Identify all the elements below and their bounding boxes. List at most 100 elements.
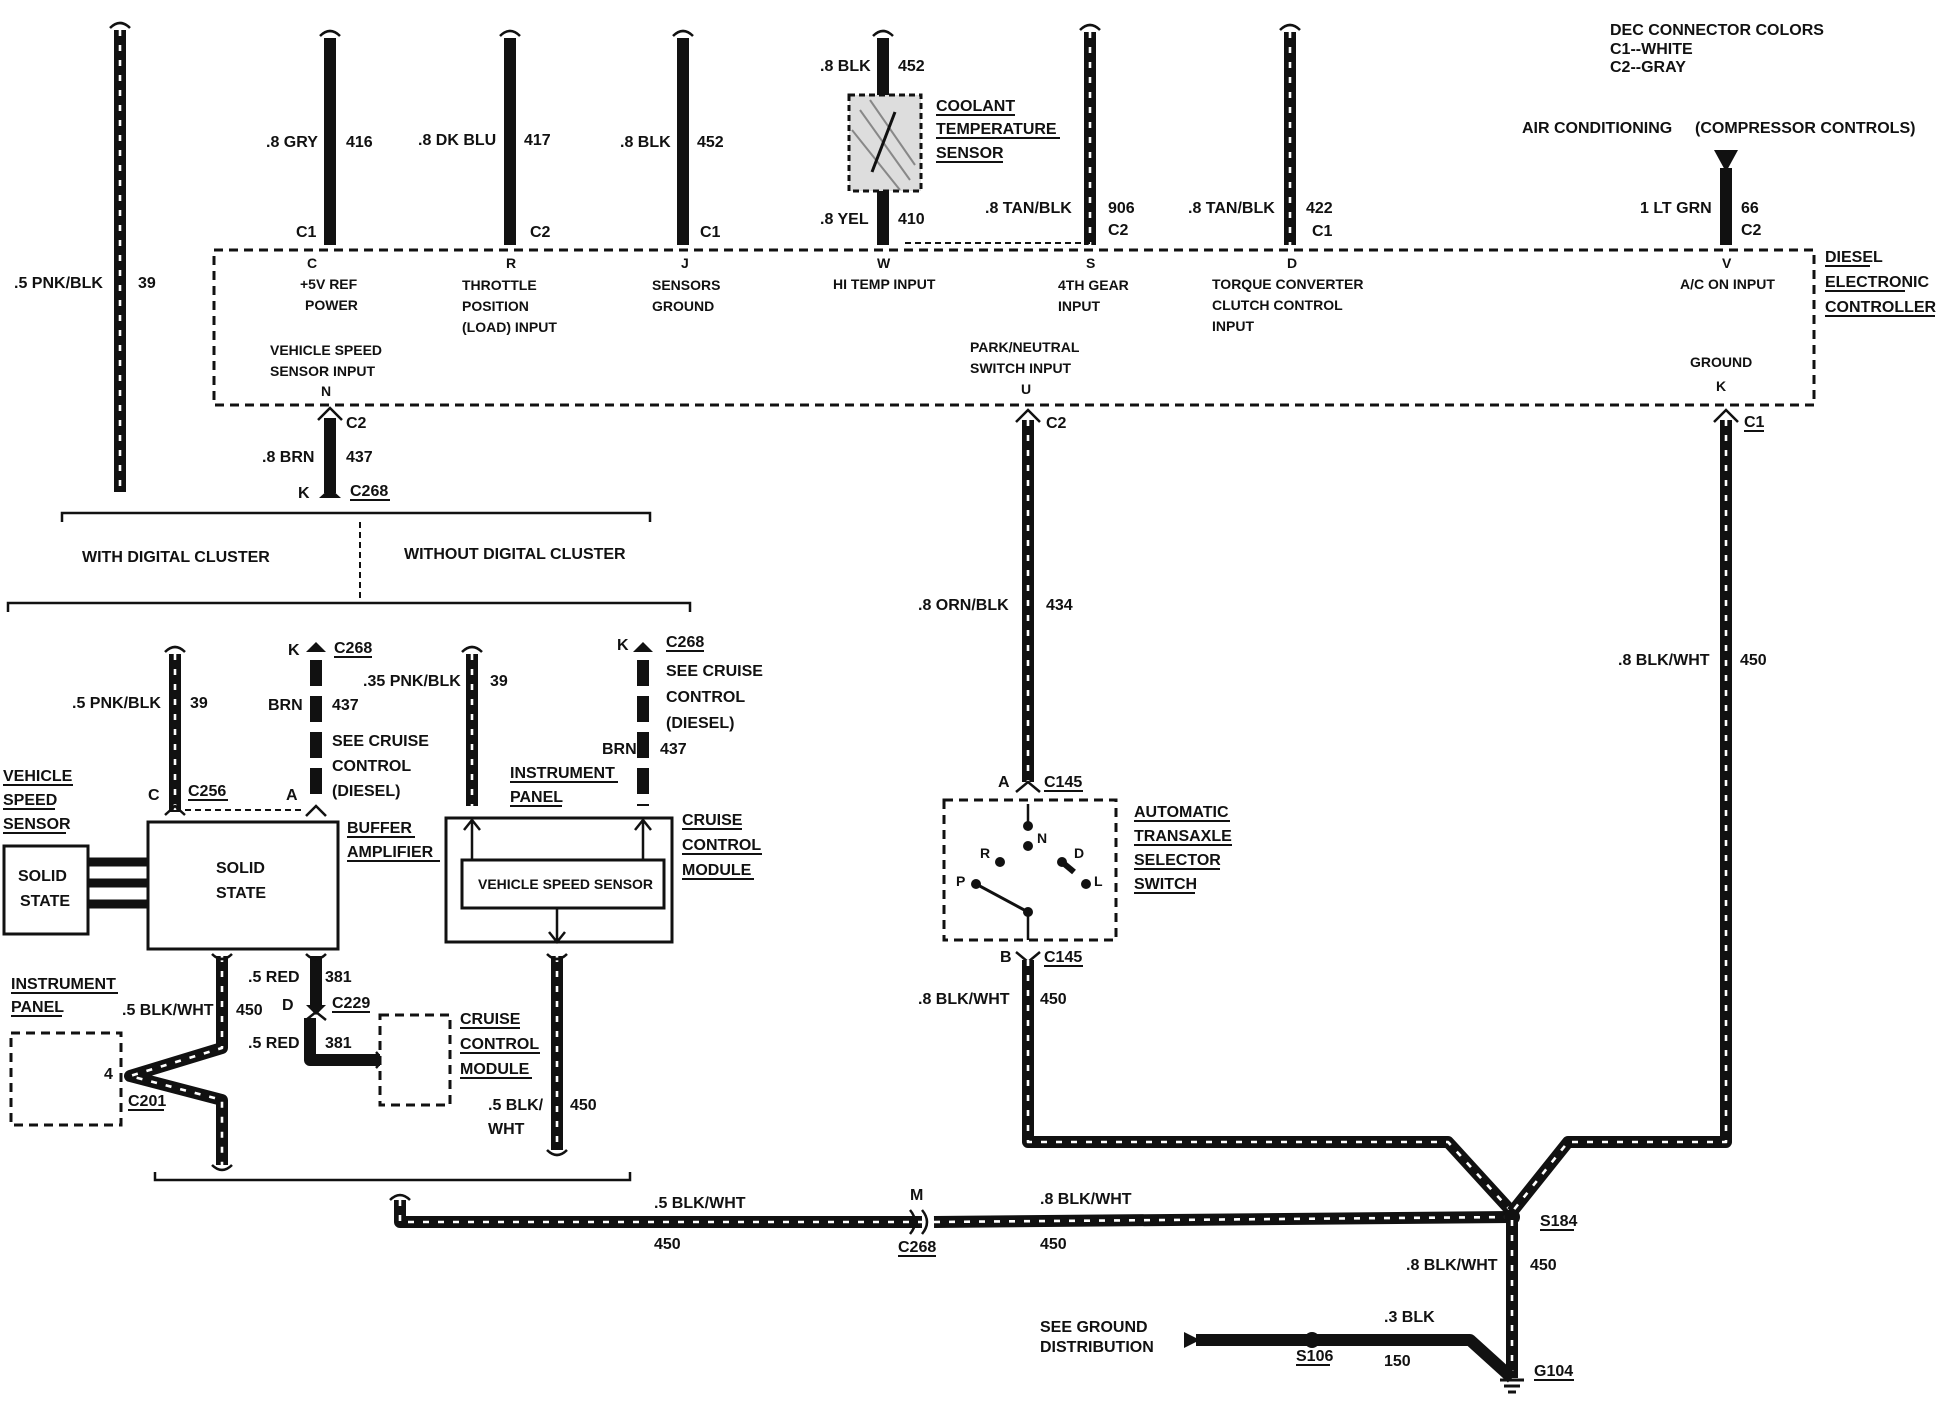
svg-text:150: 150	[1384, 1353, 1411, 1370]
svg-text:4TH GEAR: 4TH GEAR	[1058, 277, 1129, 293]
svg-text:TORQUE CONVERTER: TORQUE CONVERTER	[1212, 276, 1363, 292]
svg-text:SEE CRUISE: SEE CRUISE	[332, 733, 429, 750]
svg-text:C268: C268	[898, 1239, 936, 1256]
svg-text:C2: C2	[346, 415, 367, 432]
svg-text:K: K	[298, 485, 310, 502]
cluster-bracket: WITH DIGITAL CLUSTER WITHOUT DIGITAL CLU…	[6, 511, 692, 612]
without-digital-cluster: WITHOUT DIGITAL CLUSTER	[404, 546, 626, 563]
svg-text:C1: C1	[1312, 223, 1333, 240]
svg-text:A/C ON INPUT: A/C ON INPUT	[1680, 276, 1775, 292]
svg-text:INPUT: INPUT	[1212, 318, 1254, 334]
svg-text:450: 450	[1040, 991, 1067, 1008]
svg-text:.3 BLK: .3 BLK	[1384, 1309, 1435, 1326]
wire-452: .8 BLK 452 C1	[620, 29, 724, 245]
right-section: .35 PNK/BLK 39 INSTRUMENT PANEL K C268 S…	[363, 634, 763, 1157]
svg-text:.8 BRN: .8 BRN	[262, 449, 314, 466]
svg-text:DISTRIBUTION: DISTRIBUTION	[1040, 1339, 1154, 1356]
svg-text:S184: S184	[1540, 1213, 1577, 1230]
svg-text:39: 39	[138, 275, 156, 292]
ground-network: C1 .8 BLK/WHT 450 .5 BLK/WHT 450 M C268 …	[389, 408, 1767, 1394]
wire-416: .8 GRY 416 C1	[266, 29, 373, 245]
connector-color-c1: C1--WHITE	[1610, 41, 1693, 58]
svg-text:452: 452	[697, 134, 724, 151]
wire-422: .8 TAN/BLK 422 C1	[1188, 23, 1333, 245]
lower-bracket	[153, 1172, 632, 1182]
svg-text:437: 437	[332, 697, 359, 714]
svg-text:C2: C2	[1046, 415, 1067, 432]
svg-text:STATE: STATE	[20, 893, 70, 910]
svg-text:V: V	[1722, 255, 1732, 271]
svg-text:L: L	[1094, 873, 1103, 889]
coolant-sensor: .8 BLK 452 .8 YEL 410 COOLANT TEMPERATUR…	[820, 29, 1060, 245]
svg-text:C145: C145	[1044, 774, 1082, 791]
coolant-label-3: SENSOR	[936, 145, 1004, 162]
svg-text:381: 381	[325, 1035, 352, 1052]
svg-text:.8 BLK/WHT: .8 BLK/WHT	[1040, 1191, 1132, 1208]
svg-text:450: 450	[654, 1236, 681, 1253]
svg-text:C201: C201	[128, 1093, 166, 1110]
svg-text:D: D	[1074, 845, 1084, 861]
connector-colors-title: DEC CONNECTOR COLORS	[1610, 22, 1824, 39]
solid-state-sensor	[2, 844, 90, 936]
coolant-label-2: TEMPERATURE	[936, 121, 1057, 138]
svg-text:THROTTLE: THROTTLE	[462, 277, 537, 293]
svg-text:C268: C268	[334, 640, 372, 657]
svg-text:434: 434	[1046, 597, 1073, 614]
svg-text:CONTROL: CONTROL	[682, 837, 761, 854]
svg-text:.35 PNK/BLK: .35 PNK/BLK	[363, 673, 461, 690]
svg-text:SWITCH: SWITCH	[1134, 876, 1197, 893]
svg-text:SPEED: SPEED	[3, 792, 57, 809]
svg-text:450: 450	[1740, 652, 1767, 669]
controller-box	[212, 248, 1816, 407]
svg-text:GROUND: GROUND	[1690, 354, 1752, 370]
pin-c-label: C +5V REF POWER	[300, 255, 358, 313]
transaxle-switch: C2 .8 ORN/BLK 434 A C145 P R N D L AUTOM…	[918, 408, 1232, 1008]
svg-text:POWER: POWER	[305, 297, 358, 313]
svg-text:.8 DK BLU: .8 DK BLU	[418, 132, 496, 149]
svg-text:.5 BLK/WHT: .5 BLK/WHT	[122, 1002, 214, 1019]
svg-text:M: M	[910, 1187, 923, 1204]
svg-text:VEHICLE: VEHICLE	[3, 768, 73, 785]
svg-text:GROUND: GROUND	[652, 298, 714, 314]
svg-text:SENSORS: SENSORS	[652, 277, 720, 293]
svg-text:417: 417	[524, 132, 551, 149]
svg-text:S106: S106	[1296, 1348, 1333, 1365]
svg-text:C229: C229	[332, 995, 370, 1012]
svg-text:.8 TAN/BLK: .8 TAN/BLK	[985, 200, 1072, 217]
svg-text:CLUTCH CONTROL: CLUTCH CONTROL	[1212, 297, 1343, 313]
svg-text:.5 RED: .5 RED	[248, 969, 300, 986]
svg-text:C2: C2	[1108, 222, 1129, 239]
svg-text:39: 39	[490, 673, 508, 690]
svg-text:C2: C2	[530, 224, 551, 241]
svg-text:.8 YEL: .8 YEL	[820, 211, 869, 228]
ac-label: AIR CONDITIONING	[1522, 120, 1672, 137]
svg-text:INPUT: INPUT	[1058, 298, 1100, 314]
wire-437-vss: C2 .8 BRN 437 K C268	[262, 406, 390, 502]
svg-text:A: A	[998, 774, 1010, 791]
svg-text:CONTROL: CONTROL	[666, 689, 745, 706]
svg-text:SELECTOR: SELECTOR	[1134, 852, 1221, 869]
svg-text:+5V REF: +5V REF	[300, 276, 358, 292]
svg-text:.5 PNK/BLK: .5 PNK/BLK	[72, 695, 161, 712]
svg-text:SEE CRUISE: SEE CRUISE	[666, 663, 763, 680]
svg-text:(LOAD) INPUT: (LOAD) INPUT	[462, 319, 557, 335]
svg-text:PANEL: PANEL	[11, 999, 64, 1016]
svg-text:PARK/NEUTRAL: PARK/NEUTRAL	[970, 339, 1080, 355]
svg-text:39: 39	[190, 695, 208, 712]
svg-text:CONTROL: CONTROL	[460, 1036, 539, 1053]
pin-j-label: J SENSORS GROUND	[652, 255, 720, 314]
buffer-amplifier-box	[146, 820, 340, 951]
svg-text:STATE: STATE	[216, 885, 266, 902]
svg-text:.8 ORN/BLK: .8 ORN/BLK	[918, 597, 1009, 614]
svg-text:C1: C1	[700, 224, 721, 241]
svg-text:.8 BLK/WHT: .8 BLK/WHT	[1618, 652, 1710, 669]
svg-text:.5 BLK/: .5 BLK/	[488, 1097, 544, 1114]
svg-text:450: 450	[1040, 1236, 1067, 1253]
svg-text:.5 BLK/WHT: .5 BLK/WHT	[654, 1195, 746, 1212]
svg-text:CRUISE: CRUISE	[460, 1011, 521, 1028]
pin-r-label: R THROTTLE POSITION (LOAD) INPUT	[462, 255, 557, 335]
svg-text:450: 450	[1530, 1257, 1557, 1274]
svg-text:BUFFER: BUFFER	[347, 820, 412, 837]
coolant-label-1: COOLANT	[936, 98, 1015, 115]
pin-k-label: GROUND K	[1690, 354, 1752, 394]
